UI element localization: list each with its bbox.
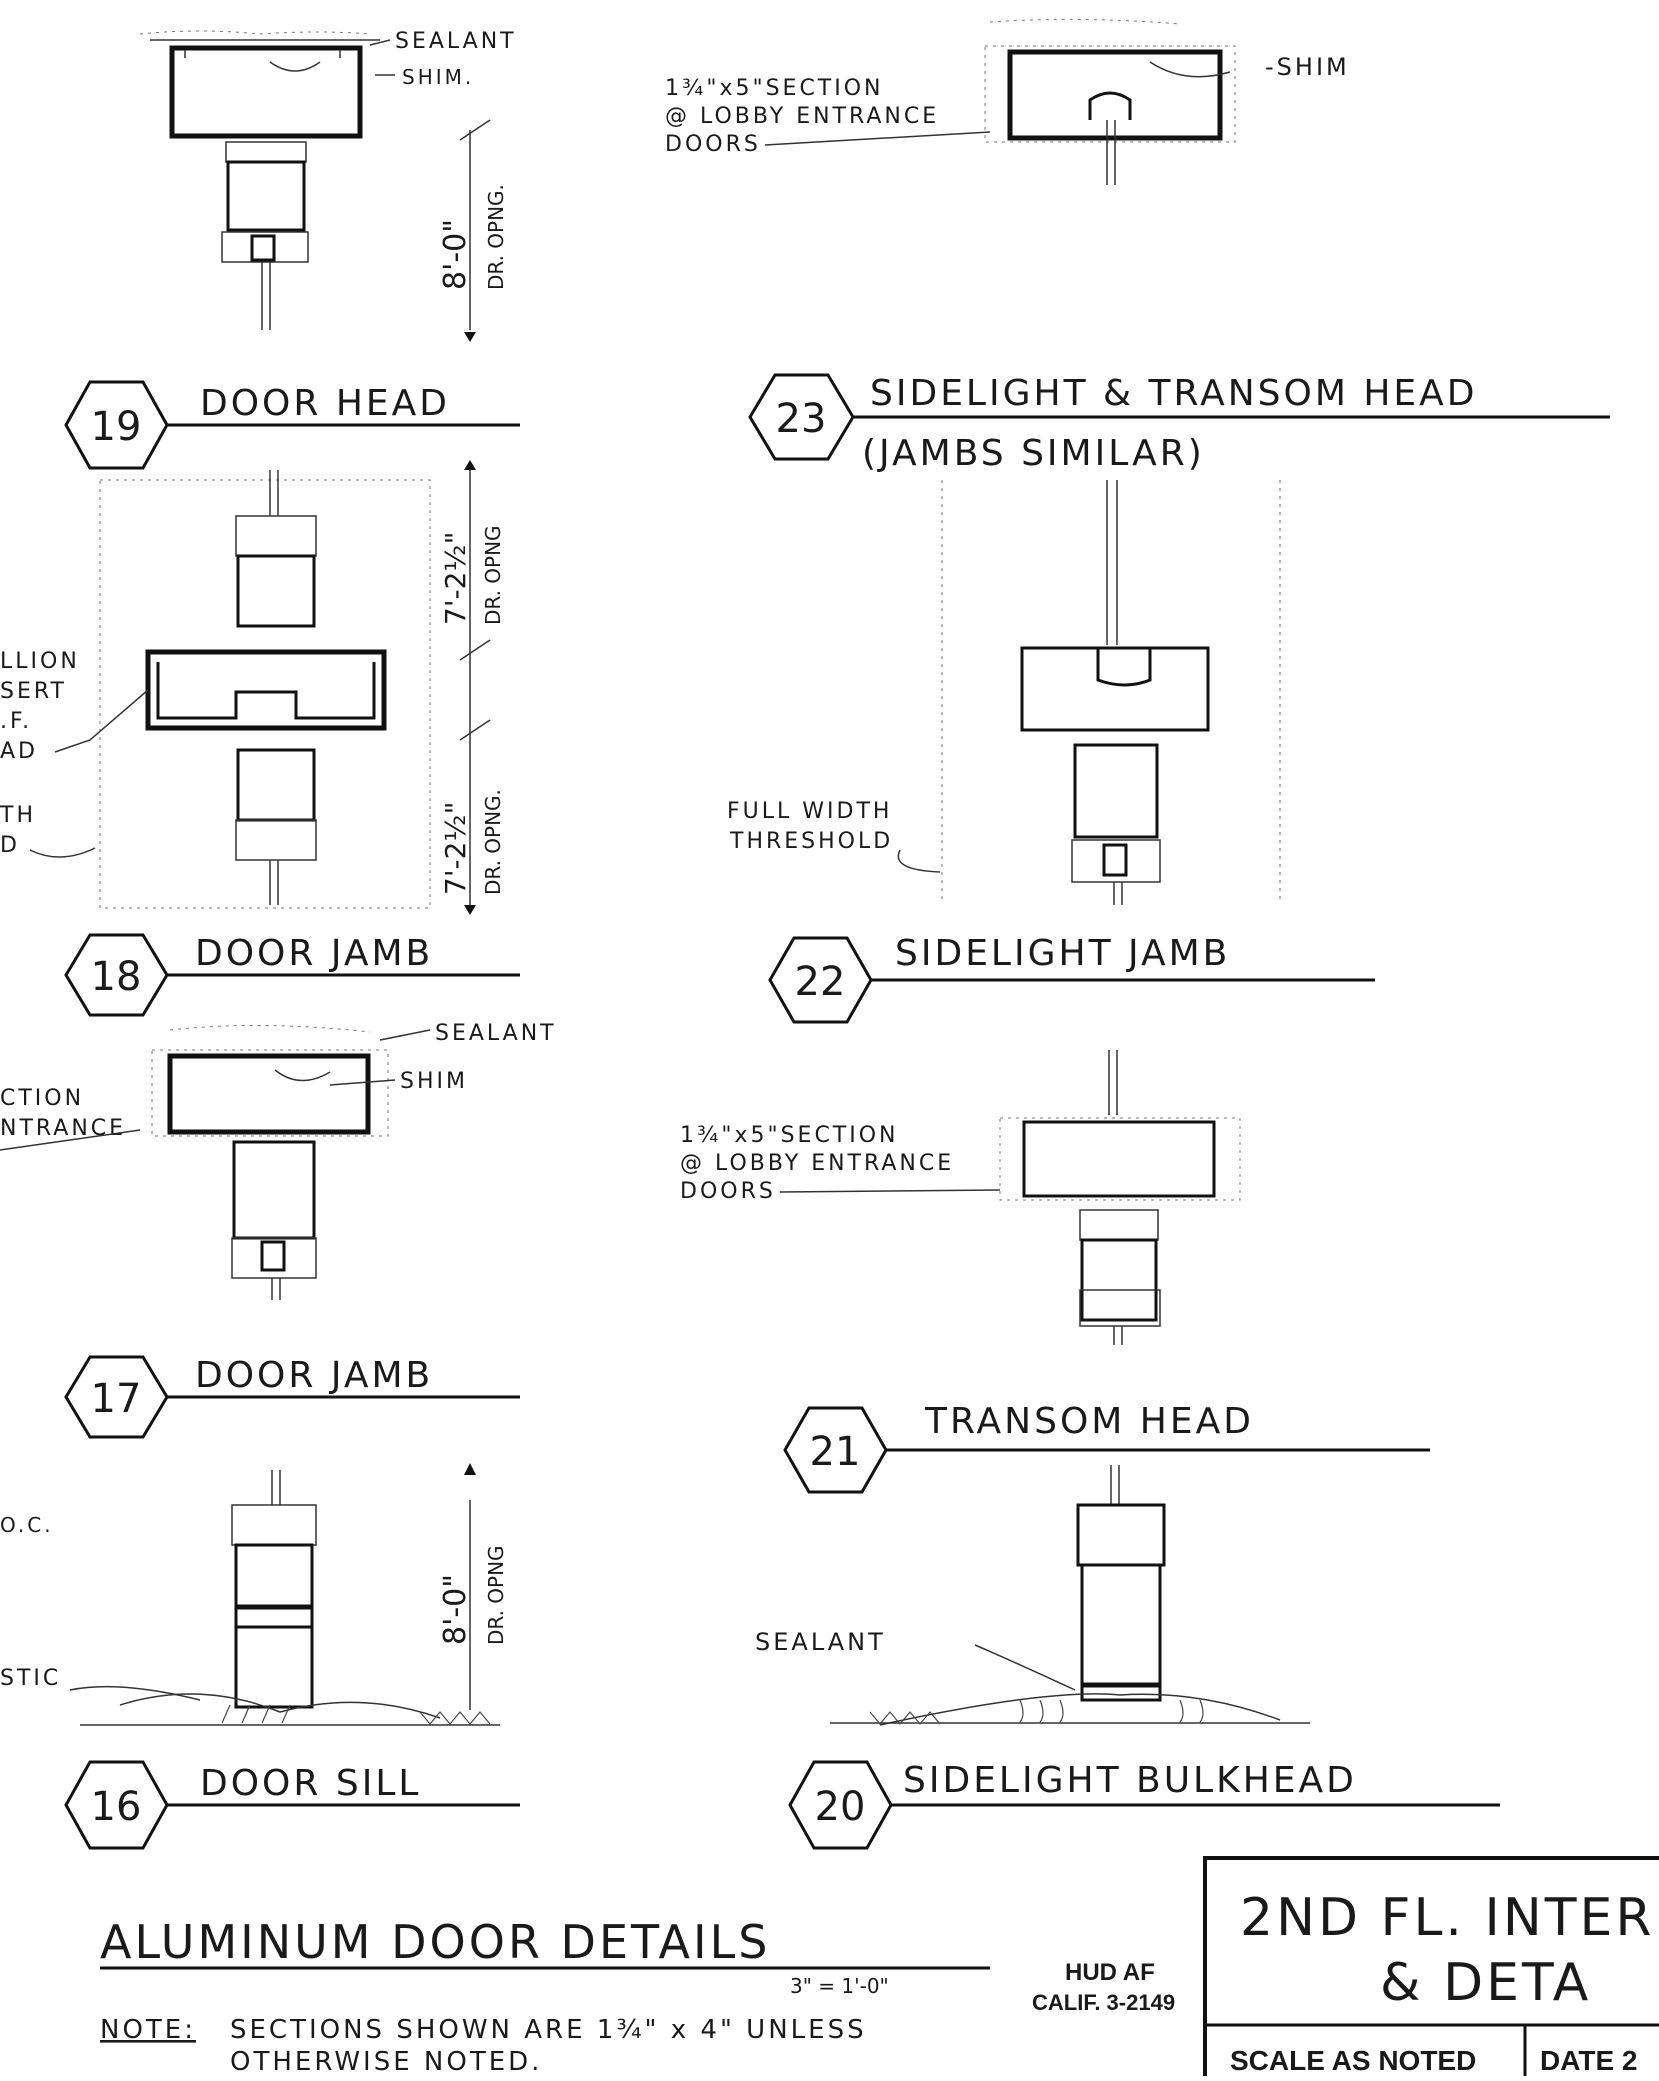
detail-18-tag: 18 DOOR JAMB	[64, 933, 520, 1017]
detail-16-tag: 16 DOOR SILL	[64, 1760, 520, 1850]
dim-head-opening: 8'-0"	[438, 219, 473, 290]
detail-19-number: 19	[91, 404, 142, 450]
sheet-title: ALUMINUM DOOR DETAILS	[100, 1915, 770, 1969]
label-section-top-3: DOORS	[665, 132, 761, 157]
detail-22-drawing: FULL WIDTH THRESHOLD	[727, 480, 1281, 905]
detail-16-title: DOOR SILL	[200, 1763, 421, 1804]
dim-sill-dr-opng: DR. OPNG	[484, 1545, 508, 1645]
title-block-line-2: & DETA	[1380, 1953, 1591, 2013]
label-section-mid-1: 1¾"x5"SECTION	[680, 1123, 899, 1148]
label-full-width-1: FULL WIDTH	[727, 799, 892, 824]
label-sealant-20: SEALANT	[755, 1628, 886, 1656]
detail-20-number: 20	[815, 1784, 866, 1830]
title-block-scale: SCALE AS NOTED	[1230, 2045, 1476, 2076]
detail-lobby-head-drawing: -SHIM 1¾"x5"SECTION @ LOBBY ENTRANCE DOO…	[665, 18, 1350, 185]
dim-jamb-upper-dr: DR. OPNG	[481, 525, 505, 625]
detail-23-subtitle: (JAMBS SIMILAR)	[862, 433, 1205, 474]
detail-18-drawing: 7'-2½" DR. OPNG 7'-2½" DR. OPNG. LLION S…	[0, 460, 505, 915]
label-section-top-1: 1¾"x5"SECTION	[665, 76, 884, 101]
note-label: NOTE:	[100, 2015, 196, 2045]
label-shim-19: SHIM.	[402, 65, 474, 89]
detail-19-tag: 19 DOOR HEAD	[64, 380, 520, 470]
dim-jamb-lower-dr: DR. OPNG.	[481, 789, 505, 895]
note-line-1: SECTIONS SHOWN ARE 1¾" x 4" UNLESS	[230, 2015, 867, 2045]
label-mullion-4: AD	[0, 739, 38, 764]
detail-22-title: SIDELIGHT JAMB	[895, 933, 1230, 974]
label-frag-d: D	[0, 833, 20, 858]
label-mullion-3: .F.	[0, 709, 32, 734]
label-full-width-2: THRESHOLD	[729, 829, 893, 854]
detail-21-drawing: 1¾"x5"SECTION @ LOBBY ENTRANCE DOORS	[680, 1050, 1241, 1345]
dim-head-dr-opng: DR. OPNG.	[484, 184, 508, 290]
detail-17-number: 17	[91, 1376, 142, 1422]
label-mullion-2: SERT	[0, 679, 67, 704]
detail-17-drawing: SEALANT SHIM CTION NTRANCE	[0, 1021, 557, 1300]
label-frag-oc: O.C.	[0, 1513, 54, 1537]
label-frag-ction: CTION	[0, 1086, 84, 1111]
sheet-scale-note: 3" = 1'-0"	[790, 1974, 889, 1998]
detail-16-number: 16	[91, 1784, 142, 1830]
label-section-top-2: @ LOBBY ENTRANCE	[665, 104, 939, 129]
label-frag-ntrance: NTRANCE	[0, 1116, 126, 1141]
title-block: 2ND FL. INTERIO & DETA SCALE AS NOTED DA…	[1203, 1856, 1659, 2081]
label-shim-top: -SHIM	[1265, 53, 1350, 81]
detail-22-tag: 22 SIDELIGHT JAMB	[768, 933, 1375, 1024]
dim-sill-opening: 8'-0"	[438, 1574, 473, 1645]
detail-17-tag: 17 DOOR JAMB	[64, 1355, 520, 1439]
detail-20-drawing: SEALANT	[755, 1465, 1310, 1726]
stamp-line-2: CALIF. 3-2149	[1032, 1990, 1175, 2015]
label-section-mid-3: DOORS	[680, 1179, 776, 1204]
label-section-mid-2: @ LOBBY ENTRANCE	[680, 1151, 954, 1176]
detail-22-number: 22	[795, 959, 846, 1005]
label-frag-stic: STIC	[0, 1666, 61, 1691]
detail-21-number: 21	[810, 1429, 861, 1475]
title-block-line-1: 2ND FL. INTERIO	[1240, 1888, 1659, 1948]
label-mullion-1: LLION	[0, 649, 80, 674]
label-sealant-17: SEALANT	[435, 1021, 557, 1046]
stamp-line-1: HUD AF	[1065, 1959, 1155, 1986]
detail-23-tag: 23 SIDELIGHT & TRANSOM HEAD (JAMBS SIMIL…	[748, 373, 1610, 474]
title-block-date: DATE 2	[1540, 2045, 1638, 2076]
sheet-title-block: ALUMINUM DOOR DETAILS 3" = 1'-0" NOTE: S…	[100, 1915, 1175, 2077]
dim-jamb-lower: 7'-2½"	[439, 802, 472, 895]
label-frag-th: TH	[0, 803, 36, 828]
dim-jamb-upper: 7'-2½"	[439, 532, 472, 625]
detail-19-drawing: 8'-0" DR. OPNG. SEALANT SHIM.	[139, 29, 517, 342]
detail-20-tag: 20 SIDELIGHT BULKHEAD	[788, 1760, 1500, 1850]
note-line-2: OTHERWISE NOTED.	[230, 2047, 542, 2076]
label-sealant-19: SEALANT	[395, 29, 517, 54]
detail-20-title: SIDELIGHT BULKHEAD	[903, 1760, 1357, 1801]
detail-23-number: 23	[776, 396, 827, 442]
detail-19-title: DOOR HEAD	[200, 383, 450, 424]
detail-21-title: TRANSOM HEAD	[924, 1401, 1254, 1442]
detail-18-title: DOOR JAMB	[195, 933, 433, 974]
detail-21-tag: 21 TRANSOM HEAD	[783, 1401, 1430, 1494]
detail-16-drawing: 8'-0" DR. OPNG O.C. STIC	[0, 1463, 508, 1726]
detail-18-number: 18	[91, 954, 142, 1000]
detail-23-title: SIDELIGHT & TRANSOM HEAD	[870, 373, 1477, 414]
label-shim-17: SHIM	[400, 1069, 468, 1094]
detail-17-title: DOOR JAMB	[195, 1355, 433, 1396]
